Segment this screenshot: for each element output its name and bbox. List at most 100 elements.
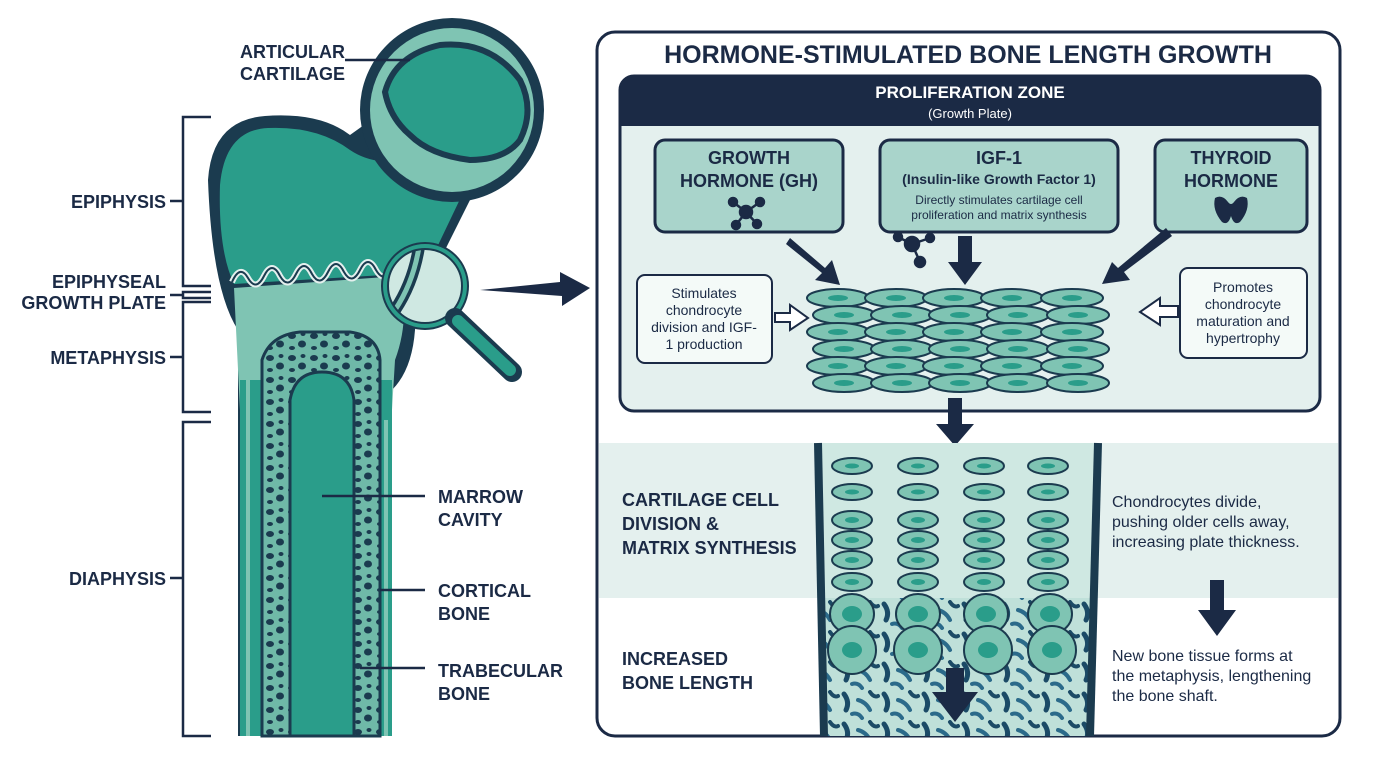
length-desc-1: New bone tissue forms at <box>1112 648 1293 665</box>
chondrocyte-nucleus <box>1068 312 1088 318</box>
division-desc-3: increasing plate thickness. <box>1112 534 1300 551</box>
chondrocyte-nucleus <box>834 380 854 386</box>
gh-effect-4: 1 production <box>665 336 742 352</box>
thyroid-effect-box <box>1179 267 1308 359</box>
division-label-1: CARTILAGE CELL <box>622 490 779 510</box>
bone-labels: ARTICULAR CARTILAGE EPIPHYSIS EPIPHYSEAL… <box>21 42 563 704</box>
chondrocyte-nucleus <box>1040 606 1060 622</box>
chondrocyte-nucleus <box>911 557 925 563</box>
chondrocyte-nucleus <box>845 463 859 469</box>
chondrocyte-nucleus <box>828 329 848 335</box>
label-articular-2: CARTILAGE <box>240 64 345 84</box>
epiphysis-bracket <box>181 115 211 288</box>
label-marrow-2: CAVITY <box>438 510 503 530</box>
chondrocyte-nucleus <box>1041 517 1055 523</box>
thyroid-effect-4: hypertrophy <box>1206 330 1280 346</box>
chondrocyte-nucleus <box>1042 642 1062 658</box>
chondrocyte-nucleus <box>828 363 848 369</box>
marrow-cavity <box>288 370 356 738</box>
chondrocyte-nucleus <box>1068 346 1088 352</box>
chondrocyte-nucleus <box>1068 380 1088 386</box>
thyroid-effect-3: maturation and <box>1196 313 1289 329</box>
chondrocyte-nucleus <box>950 380 970 386</box>
chondrocyte-nucleus <box>1062 363 1082 369</box>
molecule-icon <box>727 196 766 231</box>
chondrocyte-nucleus <box>834 346 854 352</box>
chondrocyte-nucleus <box>892 380 912 386</box>
chondrocyte-nucleus <box>1062 329 1082 335</box>
division-label-3: MATRIX SYNTHESIS <box>622 538 797 558</box>
length-label-2: BONE LENGTH <box>622 673 753 693</box>
chondrocyte-nucleus <box>828 295 848 301</box>
zoom-arrow-icon <box>480 272 590 306</box>
chondrocyte-nucleus <box>976 606 996 622</box>
gh-box <box>653 138 845 234</box>
chondrocyte-nucleus <box>908 606 928 622</box>
hormone-arrows <box>786 228 1172 285</box>
chondrocyte-nucleus <box>845 537 859 543</box>
chondrocyte-nucleus <box>978 642 998 658</box>
chondrocyte-nucleus <box>842 642 862 658</box>
gh-effect-1: Stimulates <box>671 285 736 301</box>
thyroid-name-1: THYROID <box>1191 148 1272 168</box>
division-label-2: DIVISION & <box>622 514 719 534</box>
length-label-1: INCREASED <box>622 649 728 669</box>
igf-full: (Insulin-like Growth Factor 1) <box>902 171 1096 187</box>
chondrocyte-nucleus <box>911 537 925 543</box>
igf-molecule-icon <box>892 231 936 269</box>
igf-desc-1: Directly stimulates cartilage cell <box>915 193 1082 207</box>
chondrocyte-nucleus <box>834 312 854 318</box>
label-growth-plate-2: GROWTH PLATE <box>21 293 166 313</box>
division-desc-2: pushing older cells away, <box>1112 514 1290 531</box>
length-desc-3: the bone shaft. <box>1112 688 1218 705</box>
chondrocyte-nucleus <box>886 363 906 369</box>
chondrocyte-nucleus <box>845 557 859 563</box>
gh-effect-box <box>636 274 773 364</box>
diaphysis-bracket <box>181 420 211 738</box>
chondrocyte-nucleus <box>977 489 991 495</box>
zone-title: PROLIFERATION ZONE <box>875 83 1065 102</box>
chondrocyte-nucleus <box>977 537 991 543</box>
zone-down-arrow-icon <box>936 398 974 446</box>
chondrocyte-nucleus <box>845 579 859 585</box>
growth-plate-bracket <box>181 290 211 300</box>
label-cortical-2: BONE <box>438 604 490 624</box>
chondrocyte-nucleus <box>886 295 906 301</box>
magnifier-icon <box>381 242 522 382</box>
label-growth-plate-1: EPIPHYSEAL <box>52 272 166 292</box>
region-brackets <box>170 115 211 738</box>
chondrocyte-nucleus <box>1008 380 1028 386</box>
gh-effect-arrow-icon <box>774 303 810 332</box>
label-trabecular-1: TRABECULAR <box>438 661 563 681</box>
zone-subtitle: (Growth Plate) <box>928 106 1012 121</box>
chondrocyte-nucleus <box>908 642 928 658</box>
chondrocyte-nucleus <box>1041 579 1055 585</box>
chondrocyte-nucleus <box>911 463 925 469</box>
igf-desc-2: proliferation and matrix synthesis <box>911 208 1086 222</box>
chondrocyte-nucleus <box>1062 295 1082 301</box>
chondrocyte-nucleus <box>1041 489 1055 495</box>
chondrocyte-nucleus <box>911 489 925 495</box>
chondrocyte-nucleus <box>977 517 991 523</box>
label-epiphysis: EPIPHYSIS <box>71 192 166 212</box>
chondrocyte-nucleus <box>1008 346 1028 352</box>
chondrocyte-nucleus <box>944 329 964 335</box>
label-diaphysis: DIAPHYSIS <box>69 569 166 589</box>
length-down-arrow-icon <box>932 668 978 722</box>
panel-title: HORMONE-STIMULATED BONE LENGTH GROWTH <box>664 41 1272 69</box>
label-cortical-1: CORTICAL <box>438 581 531 601</box>
chondrocyte-nucleus <box>911 579 925 585</box>
igf-box <box>878 138 1120 234</box>
gh-name-2: HORMONE (GH) <box>680 171 818 191</box>
label-trabecular-2: BONE <box>438 684 490 704</box>
chondrocyte-nucleus <box>892 312 912 318</box>
thyroid-gland-icon <box>1214 196 1248 224</box>
chondrocyte-nucleus <box>845 517 859 523</box>
label-metaphysis: METAPHYSIS <box>50 348 166 368</box>
stage-down-arrow-icon <box>1198 580 1236 636</box>
chondrocyte-nucleus <box>1008 312 1028 318</box>
gh-name-1: GROWTH <box>708 148 790 168</box>
igf-name: IGF-1 <box>976 148 1022 168</box>
chondrocyte-nucleus <box>977 557 991 563</box>
